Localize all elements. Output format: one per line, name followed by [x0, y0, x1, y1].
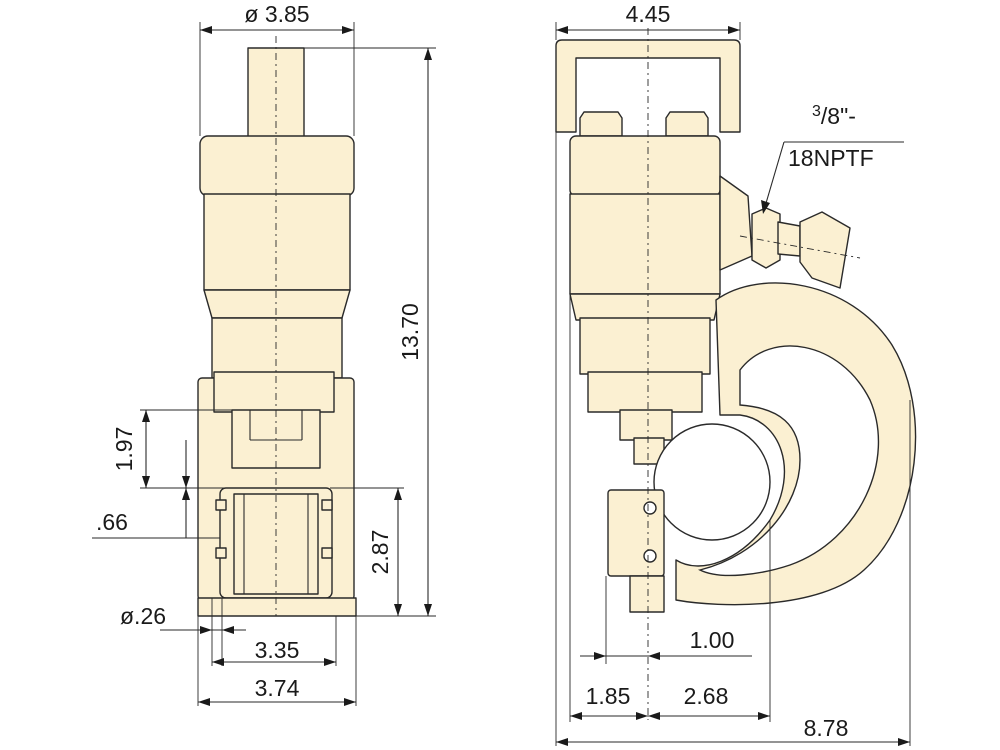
dim-side-height: 13.70 — [397, 303, 423, 361]
thread-spec: 18NPTF — [788, 145, 874, 171]
front-view: 4.45 3/8"- 18NPTF 1.00 1.85 2.68 8.78 — [555, 1, 917, 746]
front-c-frame — [675, 282, 917, 606]
side-view: ø 3.85 13.70 2.87 1.97 .66 ø.2 — [92, 1, 436, 706]
dim-side-197: 1.97 — [111, 427, 137, 472]
front-quick-coupler — [799, 211, 851, 289]
front-throat — [653, 423, 771, 541]
side-nut-block — [213, 371, 335, 413]
dim-side-374: 3.74 — [255, 675, 300, 701]
thread-leader — [763, 141, 785, 211]
front-fitting-boss — [719, 175, 753, 271]
thread-callout-top: 3/8"- — [812, 103, 856, 130]
front-die-holder — [607, 489, 665, 577]
side-cylinder-taper — [203, 289, 351, 319]
front-cylinder-cap — [569, 135, 721, 197]
front-nut-block — [587, 371, 703, 413]
front-fitting-nut — [751, 207, 781, 269]
dim-front-268: 2.68 — [684, 683, 729, 709]
side-base-plate — [197, 597, 357, 617]
front-fitting-body — [777, 221, 801, 257]
thread-fraction: /8"- — [821, 103, 856, 129]
thread-sup: 3 — [812, 103, 821, 120]
front-handle-nut-left — [579, 111, 623, 137]
front-punch-holder — [619, 409, 673, 441]
side-die-block — [233, 493, 319, 595]
front-handle — [555, 39, 741, 133]
dim-front-878: 8.78 — [804, 715, 849, 741]
dim-side-066: .66 — [96, 509, 128, 535]
dim-front-width: 4.45 — [626, 1, 671, 27]
front-cylinder-body — [569, 193, 721, 295]
front-lower-body — [579, 317, 711, 375]
side-screw-4 — [321, 547, 333, 559]
side-lower-body — [211, 317, 343, 379]
side-cylinder-cap — [199, 135, 355, 197]
dim-side-287: 2.87 — [367, 530, 393, 575]
front-fitting-centerline — [739, 235, 861, 259]
dim-front-185: 1.85 — [586, 683, 631, 709]
front-cylinder-taper — [569, 293, 721, 321]
side-screw-2 — [321, 499, 333, 511]
side-screw-1 — [215, 499, 227, 511]
front-screw-top — [643, 501, 657, 515]
dim-side-hole-diameter: ø.26 — [120, 603, 166, 629]
front-handle-nut-right — [665, 111, 709, 137]
front-screw-bottom — [643, 549, 657, 563]
front-die-foot — [629, 575, 665, 613]
dim-front-100: 1.00 — [690, 627, 735, 653]
side-cylinder-body — [203, 193, 351, 291]
dim-side-335: 3.35 — [255, 637, 300, 663]
front-c-frame-recess — [697, 345, 880, 577]
dim-side-diameter: ø 3.85 — [244, 1, 309, 27]
side-screw-3 — [215, 547, 227, 559]
